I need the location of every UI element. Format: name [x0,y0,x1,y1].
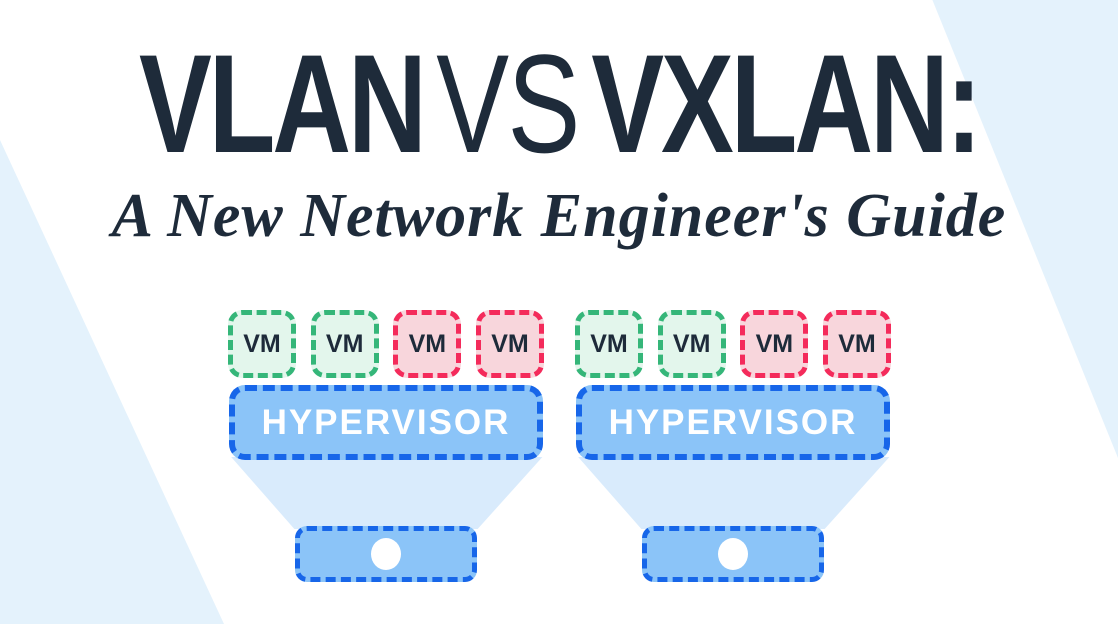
funnel-shape [231,457,543,529]
vm-box: VM [310,310,379,378]
title-vxlan: VXLAN: [591,25,982,182]
hypervisor-box: HYPERVISOR [576,385,890,460]
vm-label: VM [755,329,794,358]
vm-label: VM [838,329,876,358]
vm-label: VM [325,329,364,358]
page-subtitle: A New Network Engineer's Guide [111,182,1007,250]
title-vlan: VLAN [138,25,427,182]
physical-switch-box [642,526,824,582]
vm-box: VM [657,310,726,378]
host-diagram-left: VM VM VM VM HYPERVISOR [228,310,544,582]
vm-box: VM [475,310,544,378]
vm-label: VM [491,329,529,358]
vm-row: VM VM VM VM [228,310,544,378]
vm-row: VM VM VM VM [575,310,891,378]
vm-box: VM [228,310,296,378]
vm-box: VM [393,310,462,378]
title-vs: VS [436,25,580,182]
vm-label: VM [243,329,281,358]
switch-port-icon [371,538,401,570]
vm-box: VM [822,310,891,378]
funnel-shape [578,457,890,529]
hypervisor-box: HYPERVISOR [229,385,543,460]
host-diagram-right: VM VM VM VM HYPERVISOR [575,310,891,582]
vm-label: VM [672,329,711,358]
switch-port-icon [718,538,748,570]
hypervisor-label: HYPERVISOR [608,402,858,442]
vm-box: VM [740,310,809,378]
physical-switch-box [295,526,477,582]
page-title: VLANVSVXLAN: [123,34,995,174]
header: VLANVSVXLAN: A New Network Engineer's Gu… [0,34,1118,251]
vm-label: VM [590,329,628,358]
vm-label: VM [408,329,447,358]
hypervisor-label: HYPERVISOR [261,402,511,442]
vm-box: VM [575,310,643,378]
